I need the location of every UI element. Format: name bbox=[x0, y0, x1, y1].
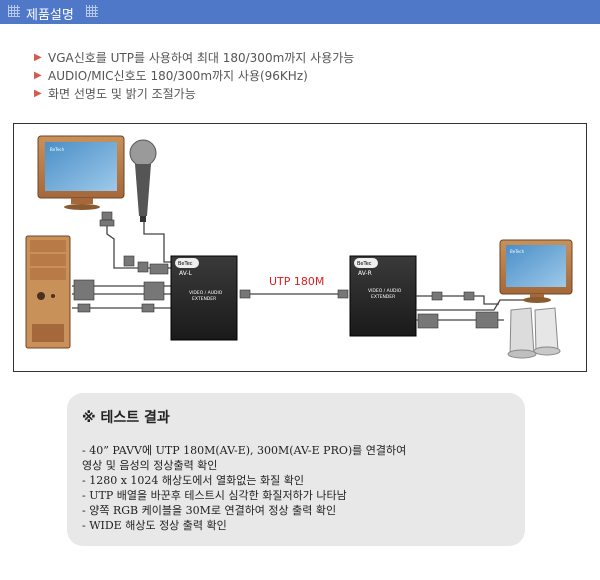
svg-text:BeTech: BeTech bbox=[50, 147, 65, 152]
right-unit-label: EXTENDER bbox=[371, 294, 395, 300]
left-connectors bbox=[73, 211, 169, 313]
left-extender-unit: BeTec AV-L VIDEO / AUDIO EXTENDER bbox=[170, 255, 238, 341]
result-list: - 40” PAVV에 UTP 180M(AV-E), 300M(AV-E PR… bbox=[82, 443, 406, 533]
pc-tower bbox=[25, 235, 71, 349]
hash-pattern-icon bbox=[8, 5, 20, 17]
right-connectors bbox=[417, 291, 499, 329]
right-unit-label: VIDEO / AUDIO bbox=[368, 288, 402, 294]
microphone bbox=[129, 139, 157, 222]
feature-item: ▶ AUDIO/MIC신호도 180/300m까지 사용(96KHz) bbox=[34, 66, 354, 84]
feature-text: AUDIO/MIC신호도 180/300m까지 사용(96KHz) bbox=[48, 68, 308, 83]
monitor-logo: BeTech bbox=[510, 249, 525, 254]
triangle-bullet-icon: ▶ bbox=[34, 87, 42, 99]
result-title: ※ 테스트 결과 bbox=[82, 410, 170, 426]
feature-list: ▶ VGA신호를 UTP를 사용하여 최대 180/300m까지 사용가능 ▶ … bbox=[34, 48, 354, 102]
left-monitor: BeTech bbox=[37, 135, 125, 210]
feature-item: ▶ VGA신호를 UTP를 사용하여 최대 180/300m까지 사용가능 bbox=[34, 48, 354, 66]
right-extender-unit: BeTec AV-R VIDEO / AUDIO EXTENDER bbox=[349, 255, 417, 337]
section-header: 제품설명 bbox=[0, 0, 600, 24]
result-line: - 양쪽 RGB 케이블을 30M로 연결하여 정상 출력 확인 bbox=[82, 504, 337, 517]
right-unit-model: AV-R bbox=[358, 270, 372, 277]
triangle-bullet-icon: ▶ bbox=[34, 51, 42, 63]
feature-text: VGA신호를 UTP를 사용하여 최대 180/300m까지 사용가능 bbox=[48, 50, 355, 65]
connection-diagram: BeTech bbox=[13, 123, 587, 372]
result-line: 영상 및 음성의 정상출력 확인 bbox=[82, 459, 218, 472]
left-unit-model: AV-L bbox=[179, 270, 193, 277]
result-line: - 40” PAVV에 UTP 180M(AV-E), 300M(AV-E PR… bbox=[82, 444, 407, 457]
result-line: - 1280 x 1024 해상도에서 열화없는 화질 확인 bbox=[82, 474, 304, 487]
utp-cable: UTP 180M bbox=[239, 275, 349, 299]
triangle-bullet-icon: ▶ bbox=[34, 69, 42, 81]
test-result-box: ※ 테스트 결과 - 40” PAVV에 UTP 180M(AV-E), 300… bbox=[67, 393, 525, 546]
feature-text: 화면 선명도 및 밝기 조절가능 bbox=[48, 86, 196, 101]
left-unit-label: EXTENDER bbox=[192, 296, 216, 302]
result-line: - WIDE 해상도 정상 출력 확인 bbox=[82, 519, 227, 532]
result-line: - UTP 배열을 바꾼후 테스트시 심각한 화질저하가 나타남 bbox=[82, 489, 347, 502]
right-unit-logo: BeTec bbox=[357, 261, 372, 267]
left-unit-label: VIDEO / AUDIO bbox=[189, 290, 223, 296]
feature-item: ▶ 화면 선명도 및 밝기 조절가능 bbox=[34, 84, 354, 102]
speakers bbox=[507, 307, 561, 359]
right-monitor: BeTech bbox=[499, 239, 573, 303]
section-title: 제품설명 bbox=[26, 8, 74, 23]
left-unit-logo: BeTec bbox=[178, 261, 193, 267]
cable-label: UTP 180M bbox=[269, 275, 324, 288]
hash-pattern-icon bbox=[86, 5, 98, 17]
